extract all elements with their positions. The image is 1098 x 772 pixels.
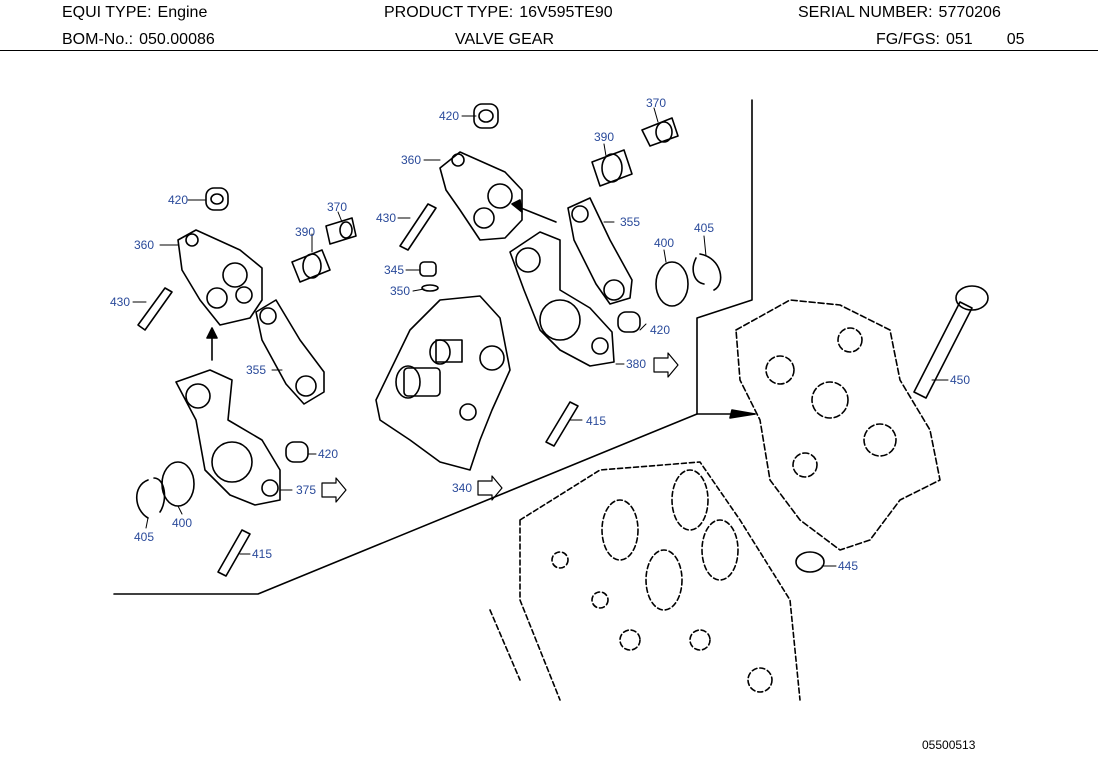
- callout-360b: 360: [401, 153, 421, 167]
- callout-420d: 420: [318, 447, 338, 461]
- cylinder-head: [489, 461, 801, 701]
- screw-415-right: [545, 401, 579, 447]
- screw-415-left: [217, 529, 251, 577]
- callout-430b: 430: [376, 211, 396, 225]
- bracket-assembly-right: [399, 103, 679, 251]
- sleeve-445: [795, 551, 825, 573]
- rocker-arm-left: [255, 299, 325, 405]
- lever-left: [175, 369, 281, 506]
- callout-400b: 400: [172, 516, 192, 530]
- callout-420b: 420: [650, 323, 670, 337]
- product-type: PRODUCT TYPE: 16V595TE90: [384, 4, 613, 22]
- callout-445: 445: [838, 559, 858, 573]
- callout-430a: 430: [110, 295, 130, 309]
- product-type-label: PRODUCT TYPE:: [384, 4, 514, 21]
- circlip-405-left: [135, 477, 166, 519]
- bolt-450: [913, 285, 989, 399]
- callout-405b: 405: [134, 530, 154, 544]
- header-rule: [0, 50, 1098, 51]
- callout-450: 450: [950, 373, 970, 387]
- callout-415a: 415: [586, 414, 606, 428]
- product-type-value: 16V595TE90: [519, 4, 613, 21]
- callout-355a: 355: [246, 363, 266, 377]
- bom-label: BOM-No.:: [62, 31, 134, 48]
- lever-right: [509, 231, 615, 367]
- callout-350: 350: [390, 284, 410, 298]
- callout-345: 345: [384, 263, 404, 277]
- callout-400a: 400: [654, 236, 674, 250]
- equi-type-label: EQUI TYPE:: [62, 4, 152, 21]
- fg-value: 051: [946, 31, 973, 48]
- circlip-405-right: [692, 253, 722, 291]
- bom-number: BOM-No.: 050.00086: [62, 31, 215, 49]
- nut-420-left: [285, 441, 309, 463]
- callout-370a: 370: [327, 200, 347, 214]
- fg-fgs: FG/FGS: 051 05: [876, 31, 1025, 49]
- serial-number: SERIAL NUMBER: 5770206: [798, 4, 1001, 22]
- equi-type-value: Engine: [157, 4, 208, 21]
- callout-340: 340: [452, 481, 472, 495]
- callout-355b: 355: [620, 215, 640, 229]
- plug-345: [419, 261, 437, 277]
- callout-360a: 360: [134, 238, 154, 252]
- callout-375: 375: [296, 483, 316, 497]
- callout-420c: 420: [439, 109, 459, 123]
- group-title: VALVE GEAR: [455, 31, 554, 48]
- document-id: 05500513: [922, 738, 976, 752]
- frame-arrow-head: [729, 409, 756, 419]
- bom-value: 050.00086: [139, 31, 215, 48]
- callout-420a: 420: [168, 193, 188, 207]
- callout-370b: 370: [646, 96, 666, 110]
- callout-390a: 390: [295, 225, 315, 239]
- bracket-assembly-left: [137, 187, 357, 331]
- fg-sub: 05: [1006, 31, 1025, 48]
- callout-405a: 405: [694, 221, 714, 235]
- frame-line-bottom: [113, 413, 698, 595]
- ring-400-left: [161, 461, 195, 507]
- rocker-housing-installed: [735, 299, 941, 551]
- seal-350: [421, 284, 439, 292]
- rocker-arm-right: [567, 197, 633, 305]
- callout-380: 380: [626, 357, 646, 371]
- arrow-to-bracket: [515, 205, 557, 223]
- nut-420-right: [617, 311, 641, 333]
- equi-type: EQUI TYPE: Engine: [62, 4, 207, 22]
- frame-line-right: [696, 99, 756, 415]
- serial-number-label: SERIAL NUMBER:: [798, 4, 933, 21]
- callout-415b: 415: [252, 547, 272, 561]
- serial-number-value: 5770206: [938, 4, 1001, 21]
- fg-label: FG/FGS:: [876, 31, 940, 48]
- housing-340: [375, 295, 511, 471]
- callout-390b: 390: [594, 130, 614, 144]
- ring-400-right: [655, 261, 689, 307]
